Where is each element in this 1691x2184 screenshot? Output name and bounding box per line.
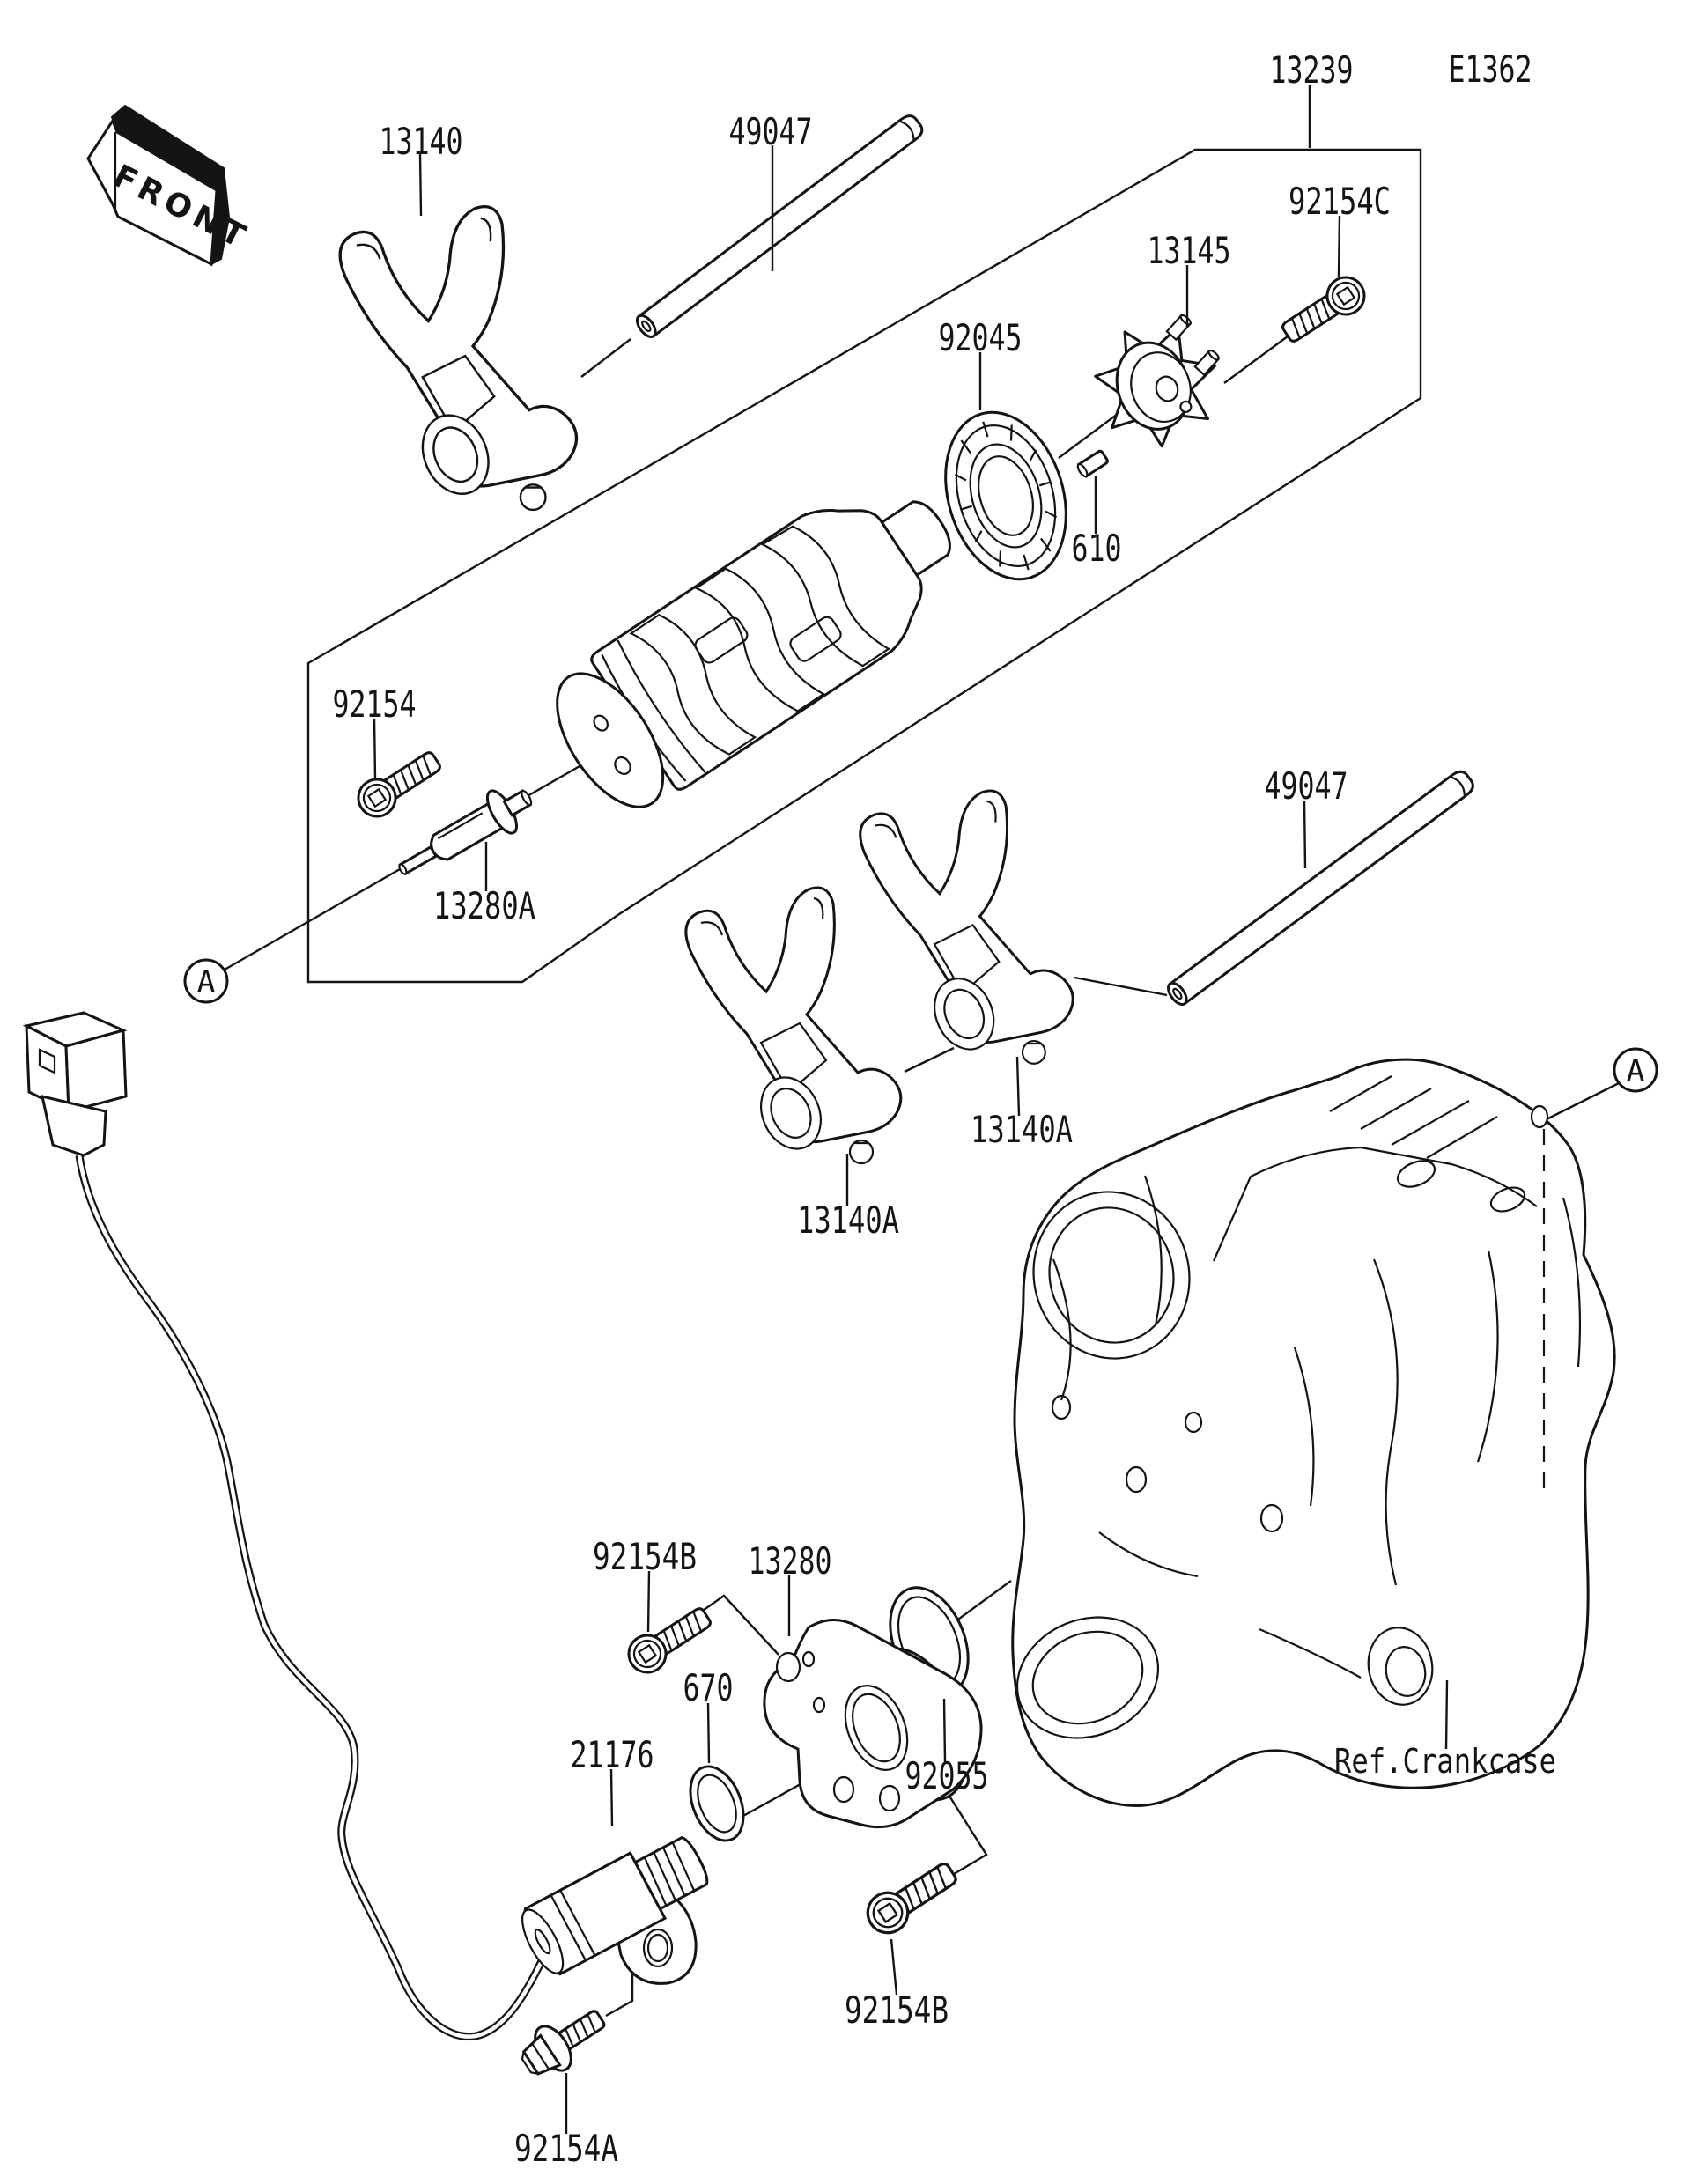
oring-small-illustration — [689, 1765, 745, 1842]
shift-fork-output-left-illustration — [684, 886, 903, 1165]
label-ref-crankcase: Ref.Crankcase — [1334, 1742, 1556, 1781]
bolt-92154c-illustration — [1274, 269, 1373, 351]
label-page-code: E1362 — [1449, 48, 1532, 91]
bolt-92154b2-illustration — [859, 1853, 964, 1942]
gear-position-sensor-illustration — [521, 1835, 709, 1985]
bearing-holder-plate-illustration — [763, 1619, 983, 1829]
shift-fork-top-illustration — [338, 204, 579, 512]
assembly-box-outline — [306, 148, 1422, 984]
label-bearing: 92045 — [939, 316, 1023, 359]
label-shift-fork-top: 13140 — [380, 120, 463, 163]
part-number-labels: 13140 49047 13239 E1362 92154C 13145 920… — [333, 48, 1557, 2170]
bolt-92154-illustration — [350, 742, 448, 825]
label-shift-rod-top: 49047 — [729, 110, 813, 153]
label-drum-assembly: 13239 — [1270, 48, 1354, 92]
label-bolt-c: 92154C — [1289, 180, 1391, 223]
front-direction-marker: FRONT — [86, 104, 255, 267]
label-sensor: 21176 — [571, 1733, 654, 1776]
label-shift-rod-lower: 49047 — [1265, 764, 1348, 808]
label-cam-holder: 13145 — [1148, 229, 1231, 272]
label-bolt-b2: 92154B — [845, 1988, 949, 2032]
detail-marker-a-right-label: A — [1627, 1053, 1644, 1088]
detail-marker-a-left: A — [183, 958, 229, 1004]
label-bolt-b1: 92154B — [593, 1535, 697, 1578]
label-pin-holder: 13280A — [433, 884, 535, 927]
bolt-92154a-illustration — [512, 1996, 616, 2088]
label-shift-fork-out-left: 13140A — [797, 1199, 899, 1242]
detail-marker-a-left-label: A — [197, 964, 215, 1000]
label-bolt-a: 92154A — [514, 2127, 618, 2170]
label-bolt-plain: 92154 — [333, 682, 417, 726]
sensor-cable — [75, 1155, 552, 2041]
label-pin: 610 — [1072, 527, 1122, 570]
shift-cam-illustration — [1094, 314, 1220, 448]
shift-drum-illustration — [556, 500, 951, 808]
shift-rod-top-illustration — [635, 114, 924, 338]
leader-lines — [373, 85, 1620, 2134]
label-shift-fork-out-right: 13140A — [971, 1108, 1073, 1151]
label-oring-small: 670 — [683, 1666, 734, 1709]
shift-fork-output-right-illustration — [859, 789, 1074, 1066]
dowel-pin-illustration — [1076, 449, 1109, 478]
crankcase-illustration — [1011, 1058, 1616, 1807]
ball-bearing-illustration — [944, 410, 1067, 581]
label-oring-large: 92055 — [905, 1754, 989, 1797]
detail-marker-a-right: A — [1613, 1047, 1658, 1093]
shift-rod-lower-illustration — [1167, 770, 1474, 1007]
pin-holder-illustration — [398, 789, 533, 876]
sensor-connector-illustration — [22, 1011, 128, 1157]
label-drum-holder: 13280 — [749, 1539, 832, 1583]
